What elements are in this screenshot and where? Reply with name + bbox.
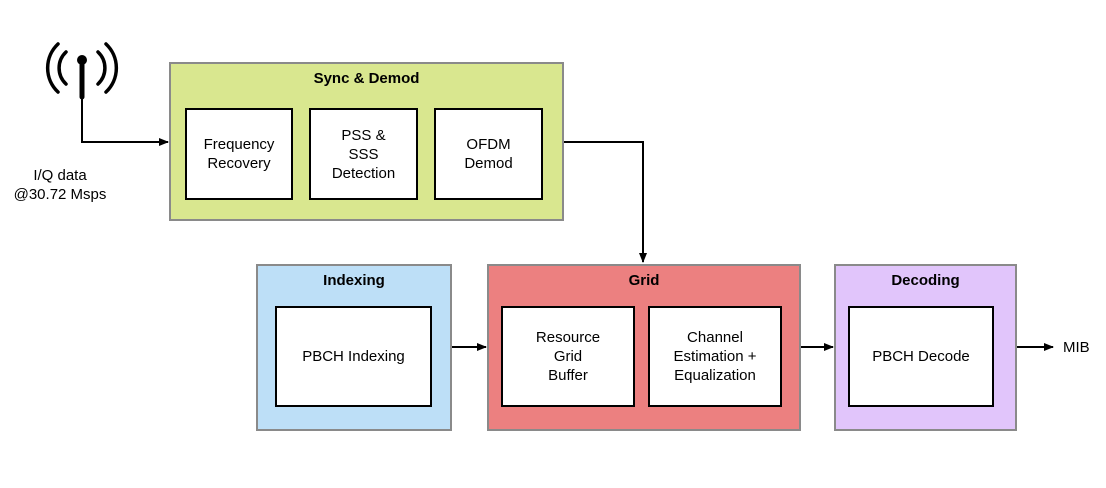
pss-sss-detection-block: PSS & SSS Detection [309,108,418,200]
input-label: I/Q data @30.72 Msps [13,167,107,203]
sync-to-grid-wire [563,141,647,263]
input-wire [81,97,169,146]
ofdm-demod-block: OFDM Demod [434,108,543,200]
ofdm-demod-label: OFDM Demod [464,136,513,172]
indexing-title: Indexing [323,272,385,289]
pbch-indexing-label: PBCH Indexing [302,348,405,365]
grid-title: Grid [628,272,660,289]
pbch-indexing-block: PBCH Indexing [275,306,432,407]
antenna-icon [45,42,119,100]
sync-demod-title: Sync & Demod [313,70,420,87]
pbch-decode-label: PBCH Decode [872,348,970,365]
decoding-title: Decoding [891,272,960,289]
output-label: MIB [1063,339,1090,356]
channel-estimation-block: Channel Estimation + Equalization [648,306,782,407]
resource-grid-buffer-label: Resource Grid Buffer [535,329,601,384]
pss-sss-detection-label: PSS & SSS Detection [331,126,396,182]
frequency-recovery-block: Frequency Recovery [185,108,293,200]
pbch-decode-block: PBCH Decode [848,306,994,407]
frequency-recovery-label: Frequency Recovery [203,136,275,172]
channel-estimation-label: Channel Estimation + Equalization [673,329,757,384]
resource-grid-buffer-block: Resource Grid Buffer [501,306,635,407]
